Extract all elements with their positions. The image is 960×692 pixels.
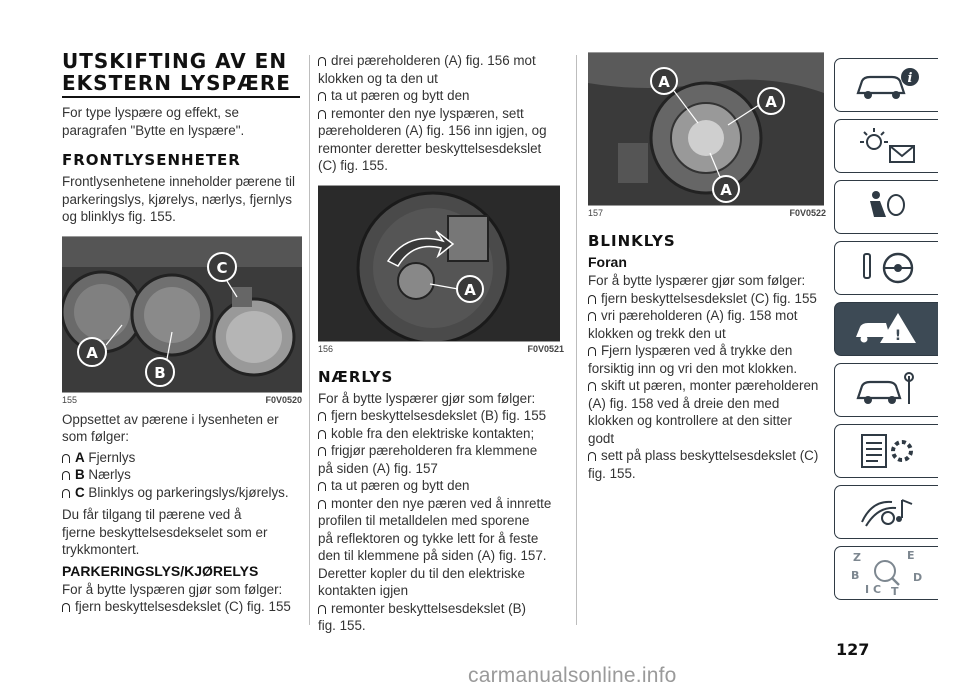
tab-multimedia[interactable] — [834, 485, 938, 539]
list-item: koble fra den elektriske kontakten; — [318, 425, 564, 443]
page-number: 127 — [836, 640, 870, 659]
watermark: carmanualsonline.info — [468, 664, 677, 687]
heading-foran: Foran — [588, 254, 627, 270]
figure-number: 157 — [588, 208, 604, 218]
section-title: UTSKIFTING AV EN EKSTERN LYSPÆRE — [62, 50, 302, 94]
list-item: A Fjernlys — [62, 449, 302, 467]
figure-code: F0V0522 — [789, 208, 826, 218]
foran-intro: For å bytte lyspærer gjør som følger: — [588, 273, 806, 288]
svg-text:C: C — [873, 583, 881, 596]
svg-text:I: I — [865, 583, 869, 596]
car-wrench-icon — [855, 372, 914, 404]
title-line-1: UTSKIFTING AV EN — [62, 49, 288, 73]
figure-number: 155 — [62, 394, 78, 405]
index-letters-icon: Z E B D I C T — [851, 549, 922, 597]
svg-text:i: i — [907, 71, 912, 86]
callout-b: B — [154, 364, 165, 382]
svg-text:E: E — [907, 549, 915, 562]
callout-c: C — [216, 259, 227, 277]
column-3: A A A 157 F0V0522 BLINKLYS Foran For å b… — [588, 52, 826, 482]
list-item: C Blinklys og parkeringslys/kjørelys. — [62, 484, 302, 502]
list-item: sett på plass beskyttelsesdekslet (C)fig… — [588, 448, 819, 481]
park-intro: For å bytte lyspæren gjør som følger: — [62, 581, 283, 597]
figure-157-caption: 157 F0V0522 — [588, 208, 826, 218]
list-item: fjern beskyttelsesdekslet (C) fig. 155 — [62, 598, 302, 616]
figure-156-caption: 156 F0V0521 — [318, 344, 564, 354]
tab-index[interactable]: Z E B D I C T — [834, 546, 938, 600]
column-1: UTSKIFTING AV EN EKSTERN LYSPÆRE For typ… — [62, 50, 302, 616]
multimedia-icon — [860, 499, 912, 527]
tab-start-drive[interactable] — [834, 241, 938, 295]
figure-157: A A A — [588, 52, 824, 206]
naer-intro: For å bytte lyspærer gjør som følger: — [318, 390, 536, 406]
column-divider — [576, 55, 577, 625]
column-divider — [309, 55, 310, 625]
heading-parkeringslys: PARKERINGSLYS/KJØRELYS — [62, 562, 259, 579]
list-item: skift ut pæren, monter pæreholderen(A) f… — [588, 378, 819, 446]
svg-text:B: B — [851, 569, 859, 582]
tab-safety[interactable] — [834, 180, 938, 234]
list-item: remonter beskyttelsesdekslet (B)fig. 155… — [318, 600, 526, 633]
tab-emergency[interactable]: ! — [834, 302, 938, 356]
heading-frontlysenheter: FRONTLYSENHETER — [62, 151, 241, 169]
chapter-tabs: i ! — [834, 58, 940, 607]
list-item: ta ut pæren og bytt den — [318, 87, 564, 105]
tab-technical-specs[interactable] — [834, 424, 938, 478]
specs-gear-icon — [860, 434, 913, 468]
list-item: fjern beskyttelsesdekslet (B) fig. 155 — [318, 407, 564, 425]
svg-text:!: ! — [894, 328, 900, 344]
tab-maintenance[interactable] — [834, 363, 938, 417]
heading-blinklys: BLINKLYS — [588, 232, 676, 250]
svg-text:Z: Z — [853, 551, 861, 564]
title-rule — [62, 96, 300, 98]
figure-155: C A B — [62, 235, 302, 393]
list-item: fjern beskyttelsesdekslet (C) fig. 155 — [588, 290, 826, 308]
bulb-layout-list: A Fjernlys B Nærlys C Blinklys og parker… — [62, 449, 302, 502]
callout-a-bottom: A — [720, 181, 732, 199]
callout-a-right: A — [765, 93, 777, 111]
figure-155-caption: 155 F0V0520 — [62, 395, 302, 405]
callout-a: A — [86, 344, 98, 362]
list-item: ta ut pæren og bytt den — [318, 477, 564, 495]
figure-156: A — [318, 184, 560, 342]
tab-lights-messages[interactable] — [834, 119, 938, 173]
airbag-seat-icon — [869, 191, 905, 217]
headlight-unit-image: C A B — [62, 236, 302, 392]
title-line-2: EKSTERN LYSPÆRE — [62, 71, 291, 95]
low-beam-bulb-image: A A A — [588, 53, 824, 205]
svg-text:T: T — [891, 585, 899, 597]
lights-message-icon — [859, 128, 915, 163]
svg-text:D: D — [913, 571, 922, 584]
callout-a: A — [464, 281, 476, 299]
list-item: B Nærlys — [62, 466, 302, 484]
car-info-icon: i — [855, 68, 919, 99]
breakdown-warning-icon: ! — [855, 313, 916, 344]
figure-number: 156 — [318, 343, 334, 354]
lamp-holder-image: A — [318, 185, 560, 341]
heading-naerlys: NÆRLYS — [318, 367, 394, 386]
key-steering-icon — [862, 252, 913, 284]
figure-code: F0V0520 — [265, 394, 302, 405]
figure-code: F0V0521 — [527, 343, 564, 354]
tab-car-info[interactable]: i — [834, 58, 938, 112]
callout-a-top: A — [658, 73, 670, 91]
